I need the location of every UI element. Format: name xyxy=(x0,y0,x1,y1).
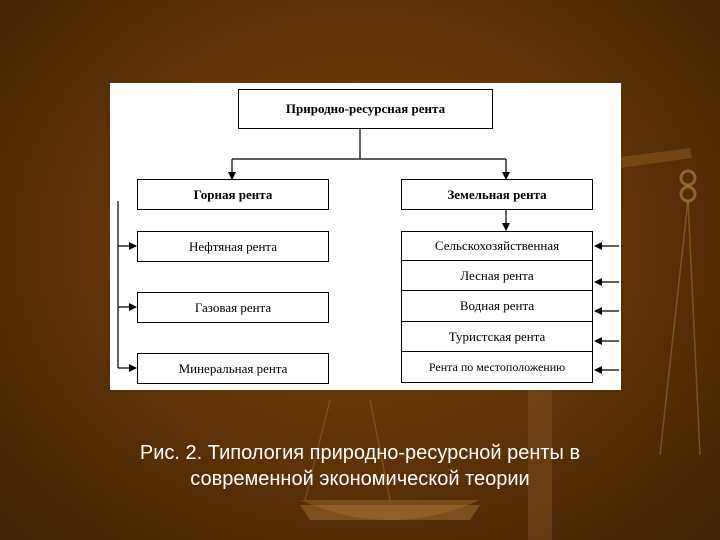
diagram-panel: Природно-ресурсная рента Горная рента Не… xyxy=(110,83,621,390)
left-item-gas: Газовая рента xyxy=(137,292,329,323)
right-branch-title: Земельная рента xyxy=(401,179,593,210)
right-item-location: Рента по местоположению xyxy=(401,351,593,383)
caption-line-1: Рис. 2. Типология природно-ресурсной рен… xyxy=(139,442,581,464)
figure-caption: Рис. 2. Типология природно-ресурсной рен… xyxy=(40,440,680,492)
right-item-forest: Лесная рента xyxy=(401,260,593,291)
right-item-water: Водная рента xyxy=(401,290,593,322)
right-item-agricultural: Сельскохозяйственная xyxy=(401,231,593,261)
left-branch-title: Горная рента xyxy=(137,179,329,210)
root-node: Природно-ресурсная рента xyxy=(238,89,493,129)
diagram-connectors xyxy=(117,129,619,374)
right-item-tourist: Туристская рента xyxy=(401,321,593,352)
left-item-mineral: Минеральная рента xyxy=(137,353,329,384)
left-item-oil: Нефтяная рента xyxy=(137,231,329,262)
caption-line-2: современной экономической теории xyxy=(190,468,530,490)
